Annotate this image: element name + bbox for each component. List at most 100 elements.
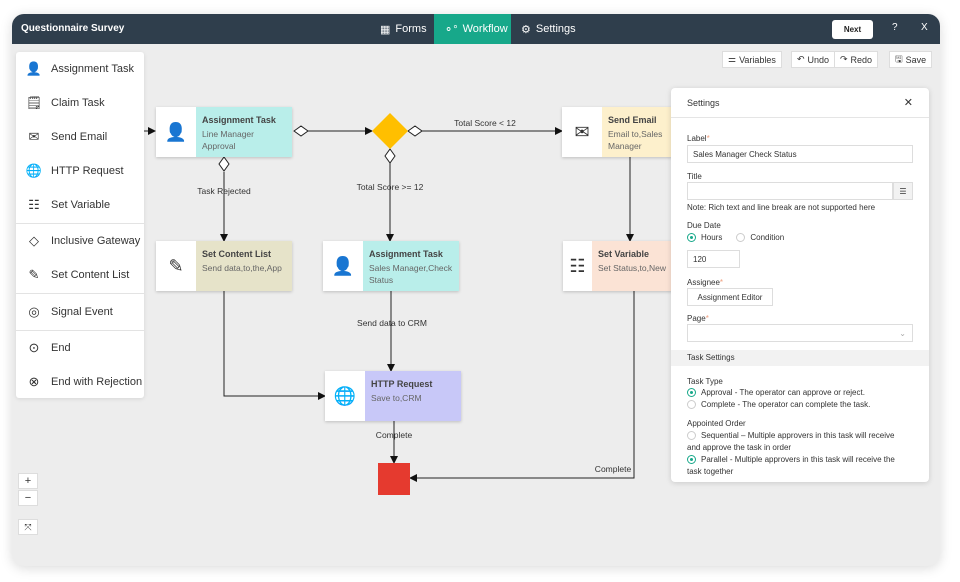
redo-button[interactable]: ↷Redo <box>834 51 879 68</box>
due-date-label: Due Date <box>687 221 721 230</box>
palette-signal-event[interactable]: ◎Signal Event <box>16 297 144 327</box>
node-palette: 👤Assignment Task 🗒Claim Task ✉Send Email… <box>16 52 144 398</box>
note-text: Note: Rich text and line break are not s… <box>687 203 876 212</box>
palette-end[interactable]: ⊙End <box>16 333 144 363</box>
divider <box>16 293 144 294</box>
assignment-editor-button[interactable]: Assignment Editor <box>687 288 773 306</box>
user-icon: 👤 <box>323 241 363 291</box>
node-subtitle: Send data,to,the,App <box>202 262 282 273</box>
gear-icon: ⚙ <box>521 23 531 36</box>
divider <box>16 223 144 224</box>
tab-settings[interactable]: ⚙Settings <box>511 14 586 44</box>
edge-label: Send data to CRM <box>357 318 427 328</box>
signal-icon: ◎ <box>28 304 40 319</box>
close-button[interactable]: X <box>921 22 928 33</box>
palette-set-content-list[interactable]: ✎ Set Content List <box>16 260 144 290</box>
due-date-radios: Hours Condition <box>687 233 784 243</box>
chevron-down-icon: ⌄ <box>899 328 906 338</box>
user-icon: 👤 <box>156 107 196 157</box>
app-window: Questionnaire Survey ▦Forms ⚬°Workflow ⚙… <box>12 14 940 566</box>
port <box>384 148 396 164</box>
end-icon: ⊙ <box>28 340 40 355</box>
parallel-radio[interactable]: Parallel - Multiple approvers in this ta… <box>687 455 895 476</box>
task-type-label: Task Type <box>687 377 723 386</box>
hours-radio[interactable]: Hours <box>687 233 722 243</box>
edge-label: Complete <box>375 430 413 440</box>
mail-icon: ✉ <box>562 107 602 157</box>
label: Save <box>905 54 927 65</box>
palette-set-variable[interactable]: ☷Set Variable <box>16 190 144 220</box>
hours-input[interactable]: 120 <box>687 250 740 268</box>
reject-icon: ⊗ <box>28 374 40 389</box>
node-title: HTTP Request <box>371 379 433 389</box>
port <box>407 125 423 137</box>
redo-icon: ↷ <box>840 54 848 64</box>
node-title: Set Variable <box>597 249 649 259</box>
title-label: Title <box>687 172 702 181</box>
approval-radio[interactable]: Approval - The operator can approve or r… <box>687 388 865 398</box>
port <box>218 156 230 172</box>
settings-panel: Settings✕ Label* Sales Manager Check Sta… <box>671 88 929 482</box>
edge-label: Task Rejected <box>197 186 251 196</box>
globe-icon: 🌐 <box>25 163 43 178</box>
node-subtitle: Set Status,to,New <box>597 262 666 273</box>
zoom-out-button[interactable]: − <box>18 490 38 506</box>
label-input[interactable]: Sales Manager Check Status <box>687 145 913 163</box>
save-button[interactable]: 🖫Save <box>889 51 933 68</box>
sequential-radio[interactable]: Sequential – Multiple approvers in this … <box>687 431 895 452</box>
list-icon: ☰ <box>899 186 907 196</box>
edge-label: Total Score >= 12 <box>356 182 424 192</box>
help-button[interactable]: ? <box>892 22 898 33</box>
workflow-icon: ⚬° <box>444 23 458 36</box>
edge-label: Total Score < 12 <box>454 118 516 128</box>
palette-assignment-task[interactable]: 👤Assignment Task <box>16 54 144 84</box>
user-icon: 👤 <box>25 61 43 76</box>
condition-radio[interactable]: Condition <box>736 233 784 243</box>
tab-workflow[interactable]: ⚬° Workflow <box>434 14 511 44</box>
claim-icon: 🗒 <box>25 95 43 110</box>
palette-claim-task[interactable]: 🗒Claim Task <box>16 88 144 118</box>
palette-http-request[interactable]: 🌐HTTP Request <box>16 156 144 186</box>
edges <box>144 113 635 495</box>
next-button[interactable]: Next <box>832 20 873 39</box>
edge-content-http <box>223 291 326 400</box>
page-label: Page <box>687 314 706 323</box>
header: Questionnaire Survey ▦Forms ⚬°Workflow ⚙… <box>12 14 940 44</box>
variables-button[interactable]: ⚌Variables <box>722 51 782 68</box>
tab-label: Workflow <box>462 23 508 35</box>
variables-icon: ⚌ <box>728 54 737 64</box>
complete-radio[interactable]: Complete - The operator can complete the… <box>687 400 870 410</box>
zoom-in-button[interactable]: + <box>18 473 38 489</box>
tab-forms[interactable]: ▦Forms <box>370 14 437 44</box>
palette-send-email[interactable]: ✉Send Email <box>16 122 144 152</box>
palette-end-with-rejection[interactable]: ⊗End with Rejection <box>16 367 144 397</box>
inclusive-gateway <box>372 113 408 149</box>
close-panel-button[interactable]: ✕ <box>903 97 913 109</box>
list-button[interactable]: ☰ <box>893 182 913 200</box>
palette-inclusive-gateway[interactable]: ◇Inclusive Gateway <box>16 226 144 256</box>
port <box>293 125 309 137</box>
title-input[interactable] <box>687 182 893 200</box>
label-label: Label <box>687 134 707 143</box>
node-subtitle: Sales Manager,Check Status <box>369 262 453 286</box>
grid-icon: ▦ <box>380 23 391 36</box>
undo-button[interactable]: ↶Undo <box>791 51 836 68</box>
edit-list-icon: ✎ <box>28 267 40 282</box>
globe-icon: 🌐 <box>325 371 365 421</box>
divider <box>16 330 144 331</box>
fit-view-button[interactable]: ⤧ <box>18 519 38 535</box>
diamond-icon: ◇ <box>29 233 39 248</box>
node-subtitle: Save to,CRM <box>371 392 422 403</box>
edge-label: Complete <box>594 464 632 474</box>
node-title: Assignment Task <box>369 249 443 259</box>
edit-list-icon: ✎ <box>156 241 196 291</box>
label: Set Content List <box>51 269 130 281</box>
page-select[interactable]: ⌄ <box>687 324 913 342</box>
appointed-order-label: Appointed Order <box>687 419 746 428</box>
